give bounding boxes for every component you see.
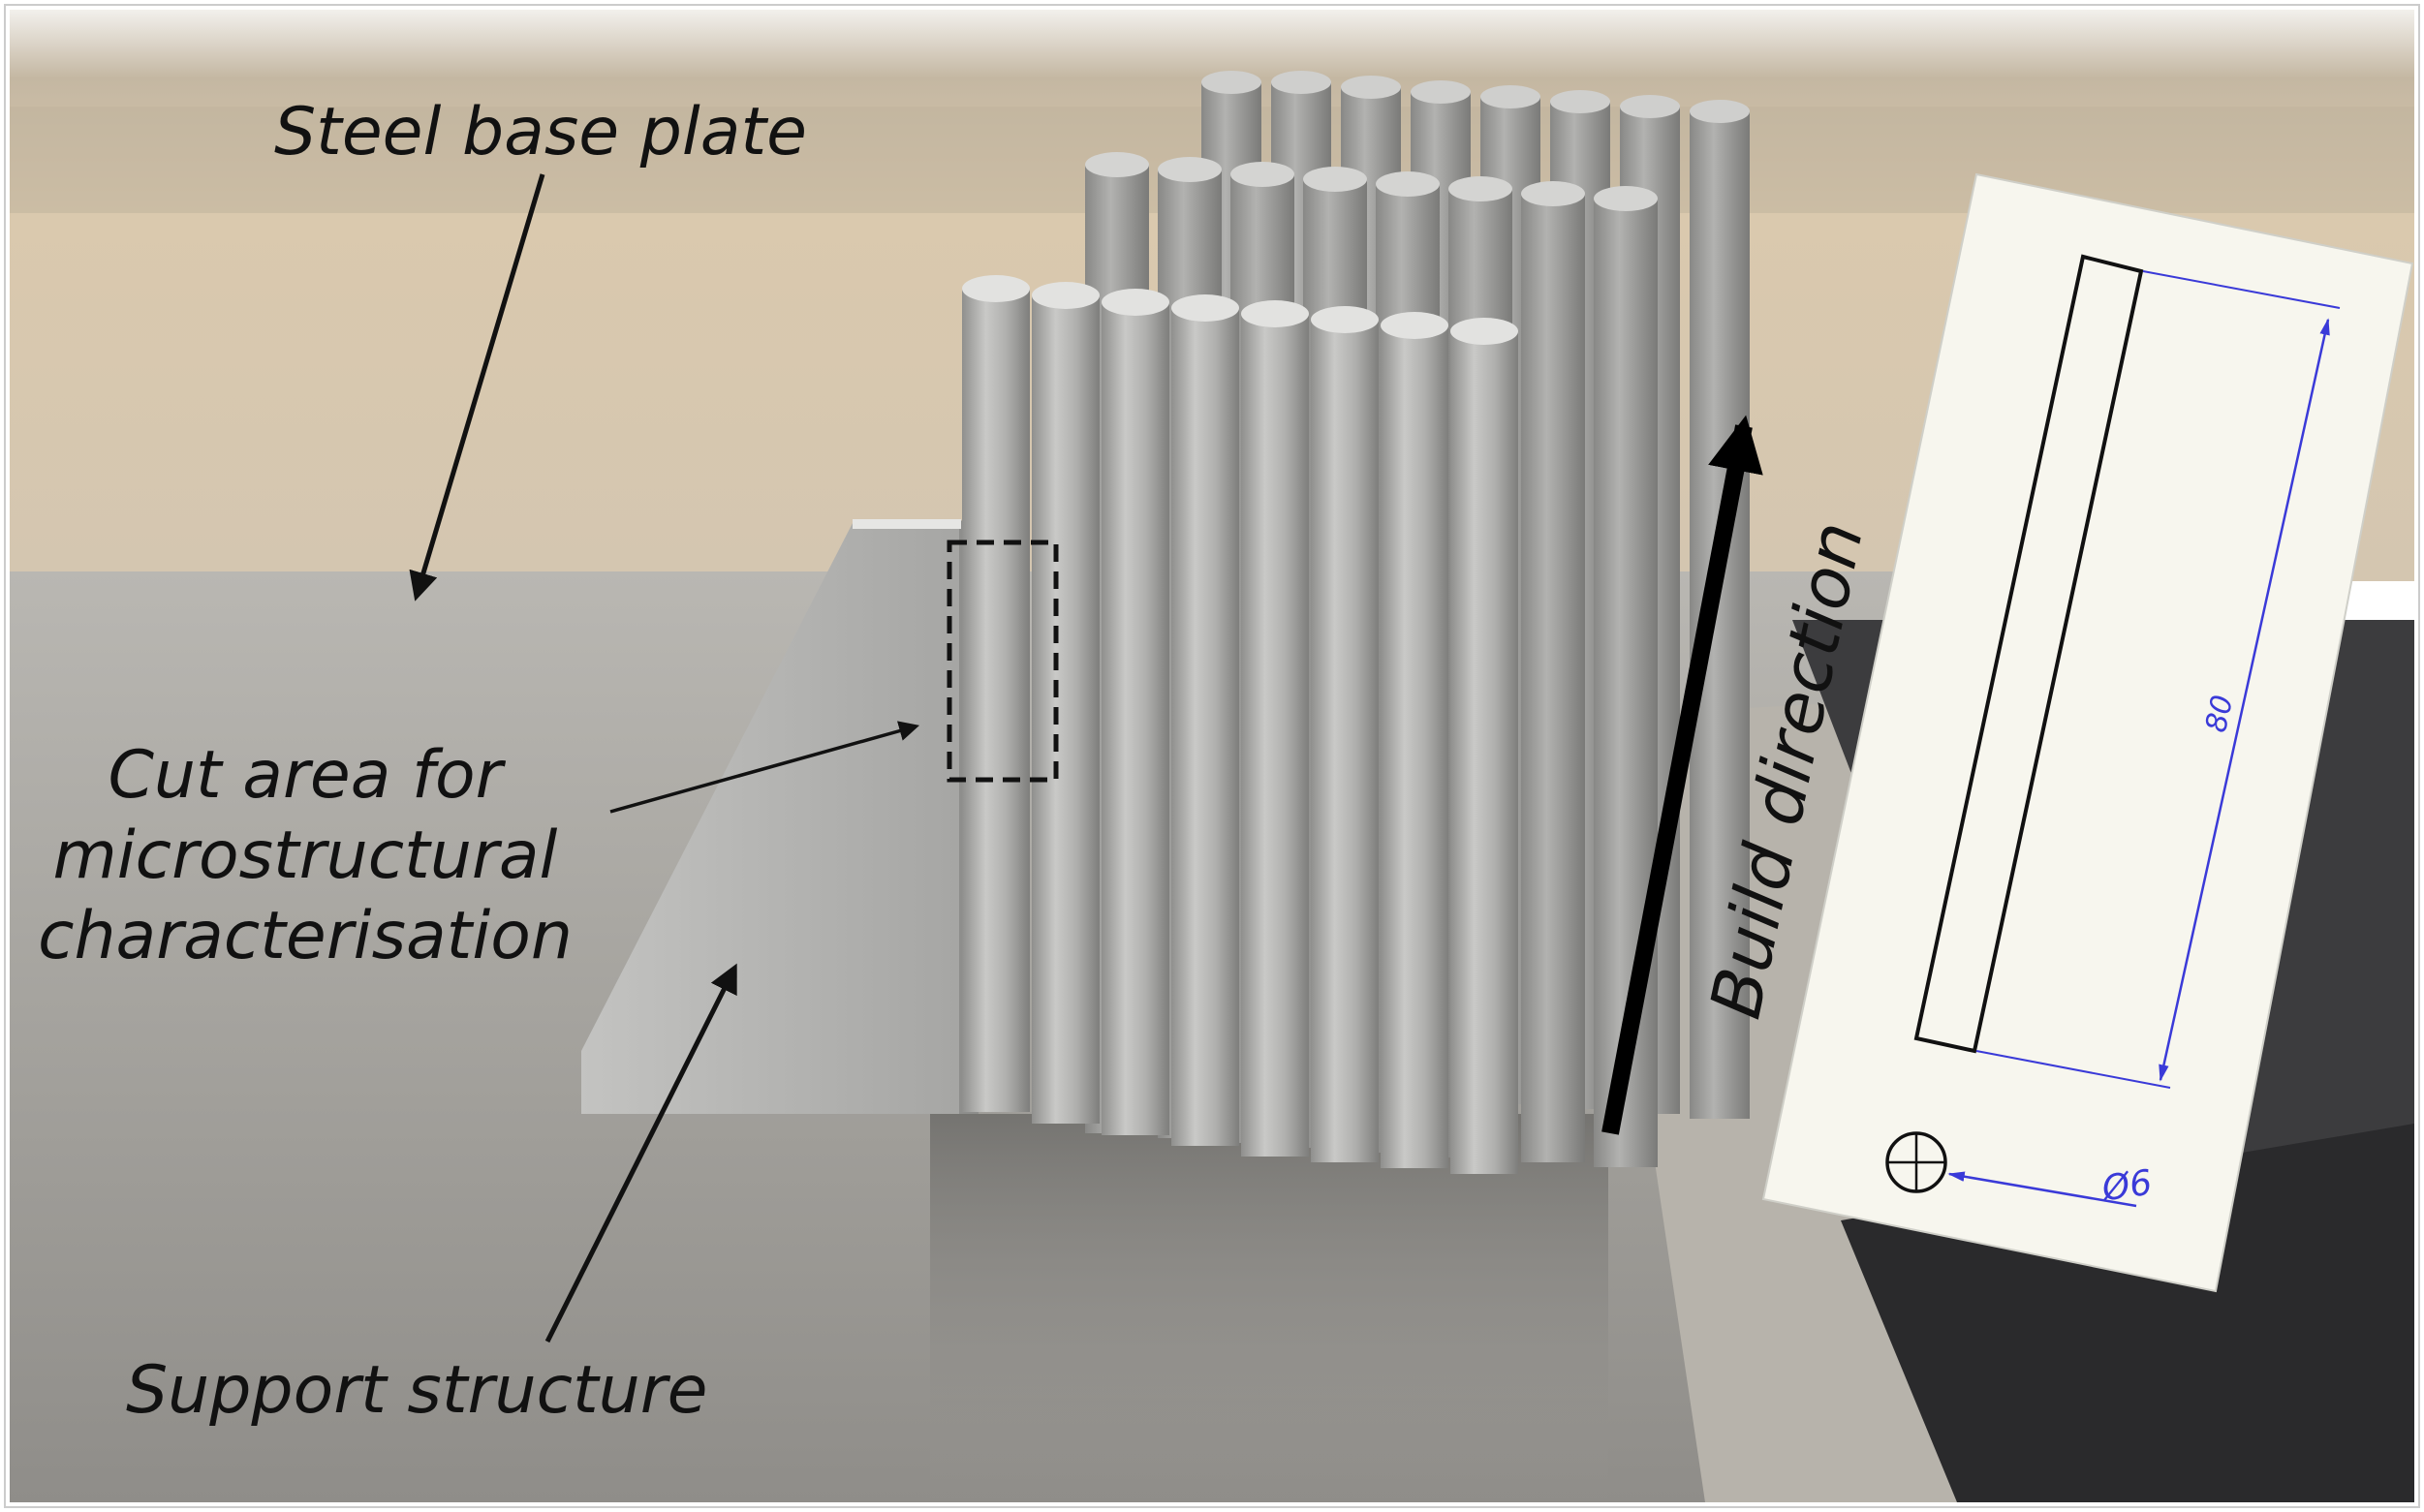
arrow-cut-area — [609, 721, 920, 814]
rod-outline — [1913, 254, 2144, 1054]
diameter-dimension-label: Ø6 — [2099, 1162, 2155, 1210]
label-cut-area-line3: characterisation — [38, 897, 573, 974]
diameter-leader-line — [1947, 1171, 2137, 1208]
label-cut-area-line1: Cut area for — [108, 737, 503, 814]
arrow-support-structure — [544, 963, 737, 1343]
label-steel-base-plate: Steel base plate — [274, 94, 807, 170]
arrow-steel-base-plate — [409, 173, 545, 602]
build-direction-arrow — [1601, 415, 1763, 1135]
label-support-structure: Support structure — [126, 1352, 708, 1429]
label-cut-area-line2: microstructural — [52, 817, 558, 894]
rod-reflection — [930, 1114, 1608, 1501]
support-top-edge — [853, 519, 961, 529]
cut-area-box — [947, 540, 1059, 783]
length-dimension-line — [2159, 318, 2330, 1082]
length-dimension-label: 80 — [2199, 692, 2241, 736]
image-border — [4, 4, 2420, 1508]
technical-drawing-card — [1761, 172, 2414, 1293]
rods-front-row — [962, 275, 1518, 1174]
label-cut-area: Cut area for microstructural characteris… — [29, 736, 581, 977]
support-structure — [581, 523, 959, 1114]
